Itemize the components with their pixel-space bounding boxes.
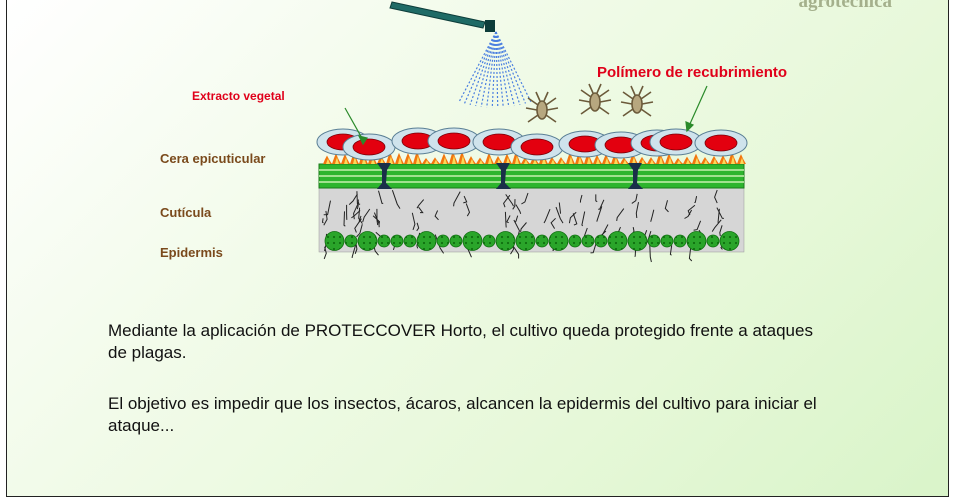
label-cera-epicuticular: Cera epicuticular [160, 151, 266, 166]
epicuticular-wax [323, 151, 746, 164]
label-epidermis: Epidermis [160, 245, 223, 260]
label-polimero-recubrimiento: Polímero de recubrimiento [597, 64, 788, 81]
spray-mist-icon [458, 31, 532, 108]
leaf-layers-diagram [316, 1, 748, 263]
corner-logo-text: agrotecnica [798, 0, 892, 12]
cuticle-green-band [318, 163, 745, 189]
label-extracto-vegetal: Extracto vegetal [192, 89, 285, 103]
insect-icon [525, 83, 654, 123]
label-cuticula: Cutícula [160, 205, 212, 220]
paragraph-2: El objetivo es impedir que los insectos,… [108, 394, 817, 435]
polymer-droplets [316, 127, 748, 161]
epidermis-cells [324, 231, 740, 251]
wax-pillars [377, 163, 643, 189]
paragraph-1: Mediante la aplicación de PROTECCOVER Ho… [108, 321, 813, 362]
label-pointers [344, 85, 708, 146]
slide: agrotecnica [6, 0, 949, 497]
sprayer-nozzle-icon [389, 1, 495, 32]
